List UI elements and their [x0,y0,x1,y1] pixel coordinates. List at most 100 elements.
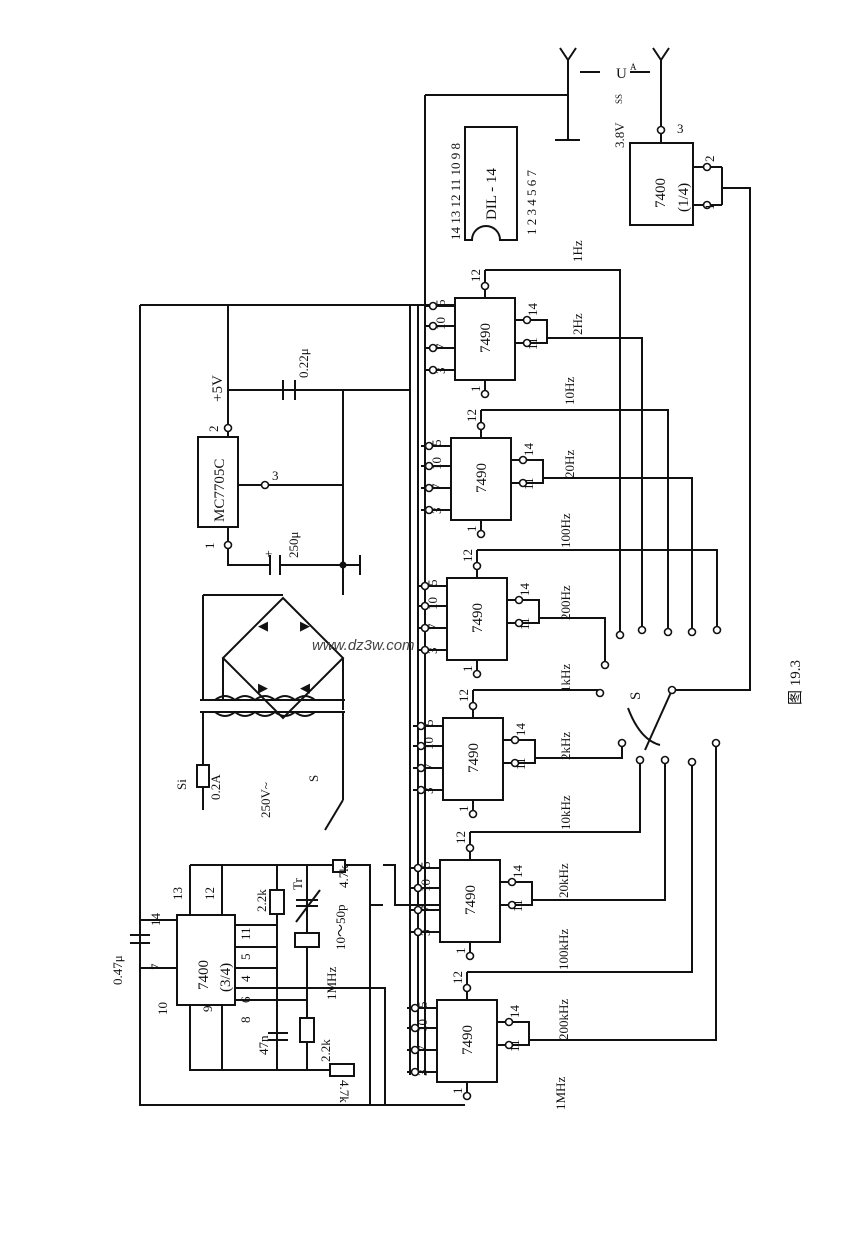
r1-label: 2.2k [254,889,269,912]
frequency-label: 2kHz [558,732,573,760]
frequency-label: 10Hz [562,377,577,405]
dil-name: DIL - 14 [484,168,500,220]
switch-contact[interactable] [615,630,625,640]
cap1-label: 0.22μ [296,348,311,378]
pin-label: 14 [517,583,532,597]
osc-gate-part: (3/4) [218,963,234,992]
crystal-label: 1MHz [324,967,339,1000]
gate-part: (1/4) [676,183,692,212]
frequency-label: 200kHz [556,999,571,1040]
frequency-label: 1Hz [570,240,585,262]
mains-switch-label: S [306,775,321,782]
counter-name: 7490 [474,463,490,493]
pin-label: 3 [433,368,448,375]
pin-label: 10 [418,879,433,892]
pin-label: 7 [148,963,163,970]
pin-label: 5 [421,720,436,727]
frequency-label: 100kHz [556,929,571,970]
pin-label: 4 [238,975,253,982]
pin-label: 14 [525,303,540,317]
switch-contact[interactable] [617,738,627,748]
decoupling-cap-label: 0.47μ [110,955,125,985]
switch-pivot [667,685,677,695]
pin-label: 2 [702,156,717,163]
vss-subscript: SS [614,94,624,104]
pin-label: 11 [513,757,528,770]
dil-top-pins: 14 13 12 11 10 9 8 [448,143,463,240]
pin-label: 1 [456,806,471,813]
vss-label: 3.8V [612,122,627,148]
pin-label: 7 [415,1045,430,1052]
switch-contact[interactable] [637,625,647,635]
counter-name: 7490 [460,1025,476,1055]
oscillator: 7400 (3/4) 10 9 13 12 14 7 11 5 4 6 8 4.… [110,859,460,1105]
cap2-plus: + [265,546,272,561]
counter-name: 7490 [463,885,479,915]
pin-label: 7 [429,483,444,490]
switch-contact[interactable] [712,625,722,635]
pin-label: 3 [415,1070,430,1077]
pin-label: 14 [148,913,163,927]
frequency-labels: 1Hz2Hz10Hz20Hz100Hz200Hz1kHz2kHz10kHz20k… [553,240,585,1110]
dil-bottom-pins: 1 2 3 4 5 6 7 [524,170,539,236]
pin-label: 5 [418,862,433,869]
pin-label: 14 [507,1005,522,1019]
pin-label: 1 [202,543,217,550]
cap2-label: 250μ [286,532,301,559]
pin-label: 14 [513,723,528,737]
pin-label: 1 [460,666,475,673]
switch-contact[interactable] [687,757,697,767]
frequency-label: 20kHz [556,863,571,898]
vplus-label: +5V [210,375,226,402]
pin-label: 10 [429,457,444,470]
pin-label: 2 [206,426,221,433]
selector-switch[interactable]: S [595,625,722,767]
trimmer-label: Tr [290,878,305,890]
pin-label: 9 [200,1006,215,1013]
pin-label: 7 [425,623,440,630]
pin-label: 1 [450,1088,465,1095]
r-bottom-label: 4.7k [337,1080,352,1103]
gate-name: 7400 [653,178,669,208]
counter-name: 7490 [478,323,494,353]
switch-contact[interactable] [660,755,670,765]
pin-label: 7 [418,905,433,912]
frequency-label: 20Hz [562,450,577,478]
transformer-icon [214,695,316,717]
pin-label: 11 [510,899,525,912]
frequency-label: 200Hz [558,585,573,620]
power-supply: MC7705C 2 3 1 +5V 0.22μ 250μ + ◀ ▶ ▶ ◀ S… [174,305,410,831]
switch-contact[interactable] [600,660,610,670]
output-gate-7400: 3 2 1 7400 (1/4) [629,121,751,691]
rotation-arrow-icon [627,707,661,746]
pin-label: 3 [418,930,433,937]
counter-7490: 7490 5 10 7 3 12 1 14 11 [425,269,643,635]
pin-label: 7 [421,763,436,770]
pin-label: 11 [525,337,540,350]
switch-contact[interactable] [595,688,605,698]
pin-label: 8 [238,1017,253,1024]
pin-label: 10 [425,597,440,610]
figure-caption: 图 19.3 [787,660,804,705]
pin-label: 1 [468,386,483,393]
frequency-label: 100Hz [558,513,573,548]
pin-label: 1 [702,204,717,211]
pin-label: 12 [460,549,475,562]
switch-contact[interactable] [687,627,697,637]
counter-name: 7490 [466,743,482,773]
switch-contact[interactable] [711,738,721,748]
pin-label: 11 [517,617,532,630]
switch-contact[interactable] [635,755,645,765]
pin-label: 5 [433,300,448,307]
frequency-label: 1kHz [558,664,573,692]
switch-contact[interactable] [663,627,673,637]
pin-label: 10 [421,737,436,750]
watermark: www.dz3w.com [312,637,415,654]
fuse-value: 0.2A [208,774,223,800]
pin-label: 12 [464,409,479,422]
output-terminals: U A 3.8V SS [425,47,670,148]
pin-label: 3 [421,788,436,795]
